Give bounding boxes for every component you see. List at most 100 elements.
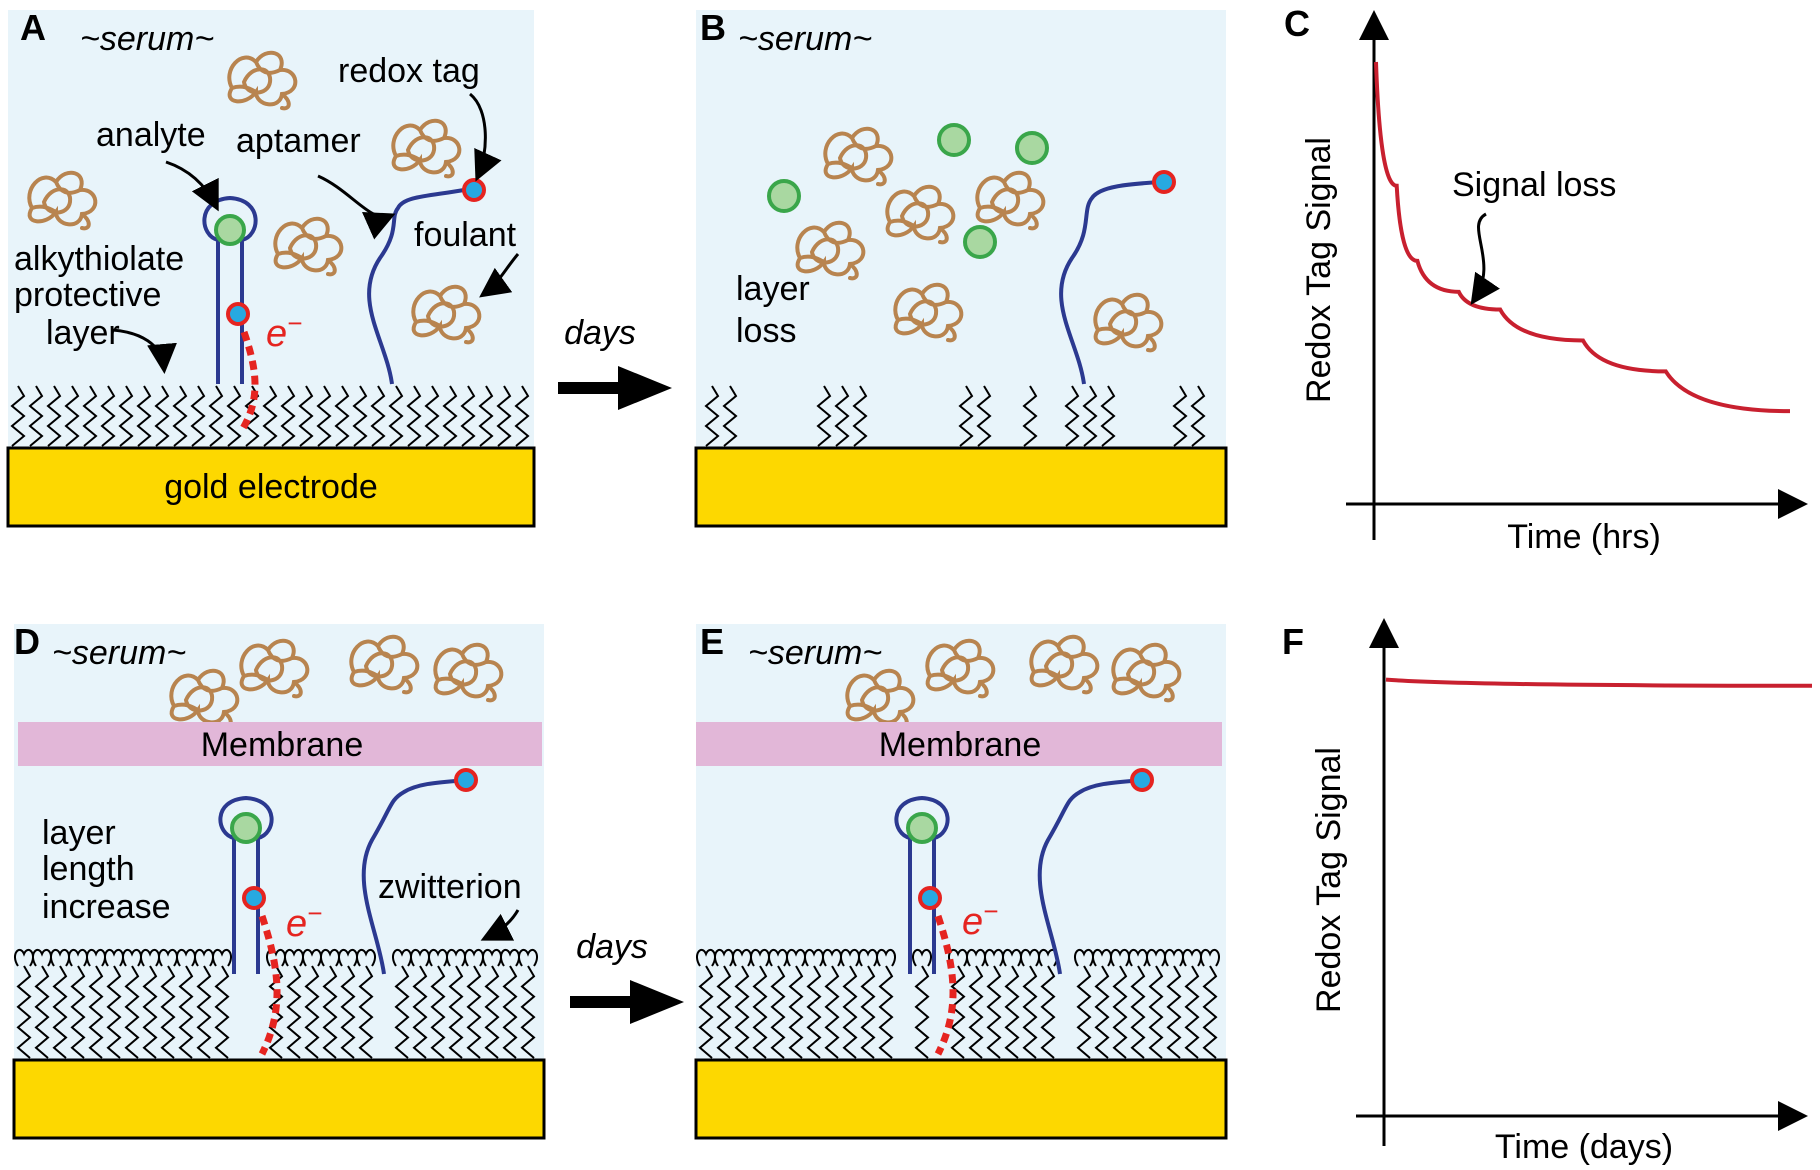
alkylthiolate-chain [460, 385, 476, 447]
zwitterion-chain [1040, 965, 1056, 1059]
signal-loss-label: Signal loss [1452, 166, 1616, 204]
alkylthiolate-chain [334, 385, 350, 447]
zwitterion-chain [1184, 965, 1200, 1059]
analyte-circle [230, 812, 262, 844]
alkylthiolate-chain [424, 385, 440, 447]
alkylthiolate-chain [704, 385, 720, 447]
zwitterion-chain [412, 965, 428, 1059]
days-label: days [576, 928, 648, 966]
alkylthiolate-chain [226, 385, 242, 447]
zwitterion-chain [1166, 965, 1182, 1059]
zwitterion-chain [430, 965, 446, 1059]
callout-arrows [111, 92, 520, 374]
free-analytes [767, 123, 1049, 259]
analyte-circle [214, 214, 246, 246]
alkylthiolate-chain [852, 385, 868, 447]
aptamer-label: aptamer [236, 122, 361, 160]
zwitterion-chain [484, 965, 500, 1059]
gold-electrode [694, 446, 1228, 528]
redox-tag [1152, 170, 1176, 194]
callout-arrow [1470, 212, 1500, 305]
zwitterion-chain [878, 965, 894, 1059]
panel-label: D [14, 621, 40, 662]
arrow-icon [558, 366, 672, 410]
damaged-alkylthiolate-layer [704, 385, 1206, 447]
alkylthiolate-chain [1022, 385, 1038, 447]
panel-label: C [1284, 3, 1310, 44]
alkylthiolate-chain [1082, 385, 1098, 447]
alkylthiolate-chain [208, 385, 224, 447]
membrane-label: Membrane [201, 726, 364, 764]
zwitterion-chain [16, 965, 32, 1059]
zwitterionic-layer [14, 948, 538, 1059]
layer-label-line1: alkythiolate [14, 240, 184, 278]
electron-path [258, 914, 281, 1056]
zwitterion-chain [770, 965, 786, 1059]
folded-aptamer [202, 195, 259, 432]
panel-label: B [700, 7, 726, 48]
zwitterion-chain [734, 965, 750, 1059]
alkylthiolate-chain [406, 385, 422, 447]
alkylthiolate-chain [352, 385, 368, 447]
alkylthiolate-chain [496, 385, 512, 447]
arrow-icon [570, 980, 684, 1024]
redox-tag [918, 886, 942, 910]
unfolded-aptamer [367, 178, 486, 385]
serum-label: ~serum~ [52, 634, 186, 672]
zwitterion-chain [698, 965, 714, 1059]
alkylthiolate-chain [834, 385, 850, 447]
zwitterion-chain [752, 965, 768, 1059]
zwitterion-chain [304, 965, 320, 1059]
zwitterion-chain [1022, 965, 1038, 1059]
alkylthiolate-chain [262, 385, 278, 447]
zwitterionic-layer [696, 948, 1220, 1059]
alkylthiolate-chain [388, 385, 404, 447]
zwitterion-chain [196, 965, 212, 1059]
alkylthiolate-layer [10, 385, 530, 447]
layer-loss-line1: layer [736, 270, 810, 308]
foulant-label: foulant [414, 216, 517, 254]
zwitterion-chain [824, 965, 840, 1059]
electron-label: e− [286, 898, 322, 945]
zwitterion-chain [1202, 965, 1218, 1059]
analyte-label: analyte [96, 116, 206, 154]
gold-electrode [6, 446, 536, 528]
electron-label: e− [266, 308, 302, 355]
zwitterion-chain [716, 965, 732, 1059]
alkylthiolate-chain [154, 385, 170, 447]
electron-label: e− [962, 896, 998, 943]
serum-label: ~serum~ [80, 20, 214, 58]
folded-aptamer [218, 795, 281, 1056]
alkylthiolate-chain [442, 385, 458, 447]
y-axis-label: Redox Tag Signal [1300, 137, 1338, 403]
zwitterion-headgroup [518, 948, 538, 967]
zwitterion-chain [214, 965, 230, 1059]
membrane-label: Membrane [879, 726, 1042, 764]
electrode-label: gold electrode [164, 468, 378, 506]
alkylthiolate-chain [1100, 385, 1116, 447]
zwitterion-chain [340, 965, 356, 1059]
panel-label: F [1282, 621, 1304, 662]
zwitterion-chain [788, 965, 804, 1059]
zwitterion-chain [448, 965, 464, 1059]
unfolded-aptamer [361, 768, 478, 975]
zwitterion-chain [178, 965, 194, 1059]
gold-electrode [694, 1058, 1228, 1140]
zwitterion-chain [322, 965, 338, 1059]
zwitterion-chain [502, 965, 518, 1059]
membrane [696, 722, 1222, 766]
panel-a: gold electrode A ~serum~ analyte aptamer… [6, 7, 536, 528]
signal-curve [1374, 61, 1791, 414]
electron-path [934, 914, 957, 1056]
signal-curve [1385, 677, 1813, 688]
time-arrow-bottom: days [570, 928, 684, 1024]
zwitterion-chain [52, 965, 68, 1059]
zwitterion-chain [1148, 965, 1164, 1059]
zwitterion-chain [1094, 965, 1110, 1059]
zwitterion-chain [806, 965, 822, 1059]
panel-label: A [20, 7, 46, 48]
redox-tag [242, 886, 266, 910]
alkylthiolate-chain [64, 385, 80, 447]
panel-label: E [700, 621, 724, 662]
